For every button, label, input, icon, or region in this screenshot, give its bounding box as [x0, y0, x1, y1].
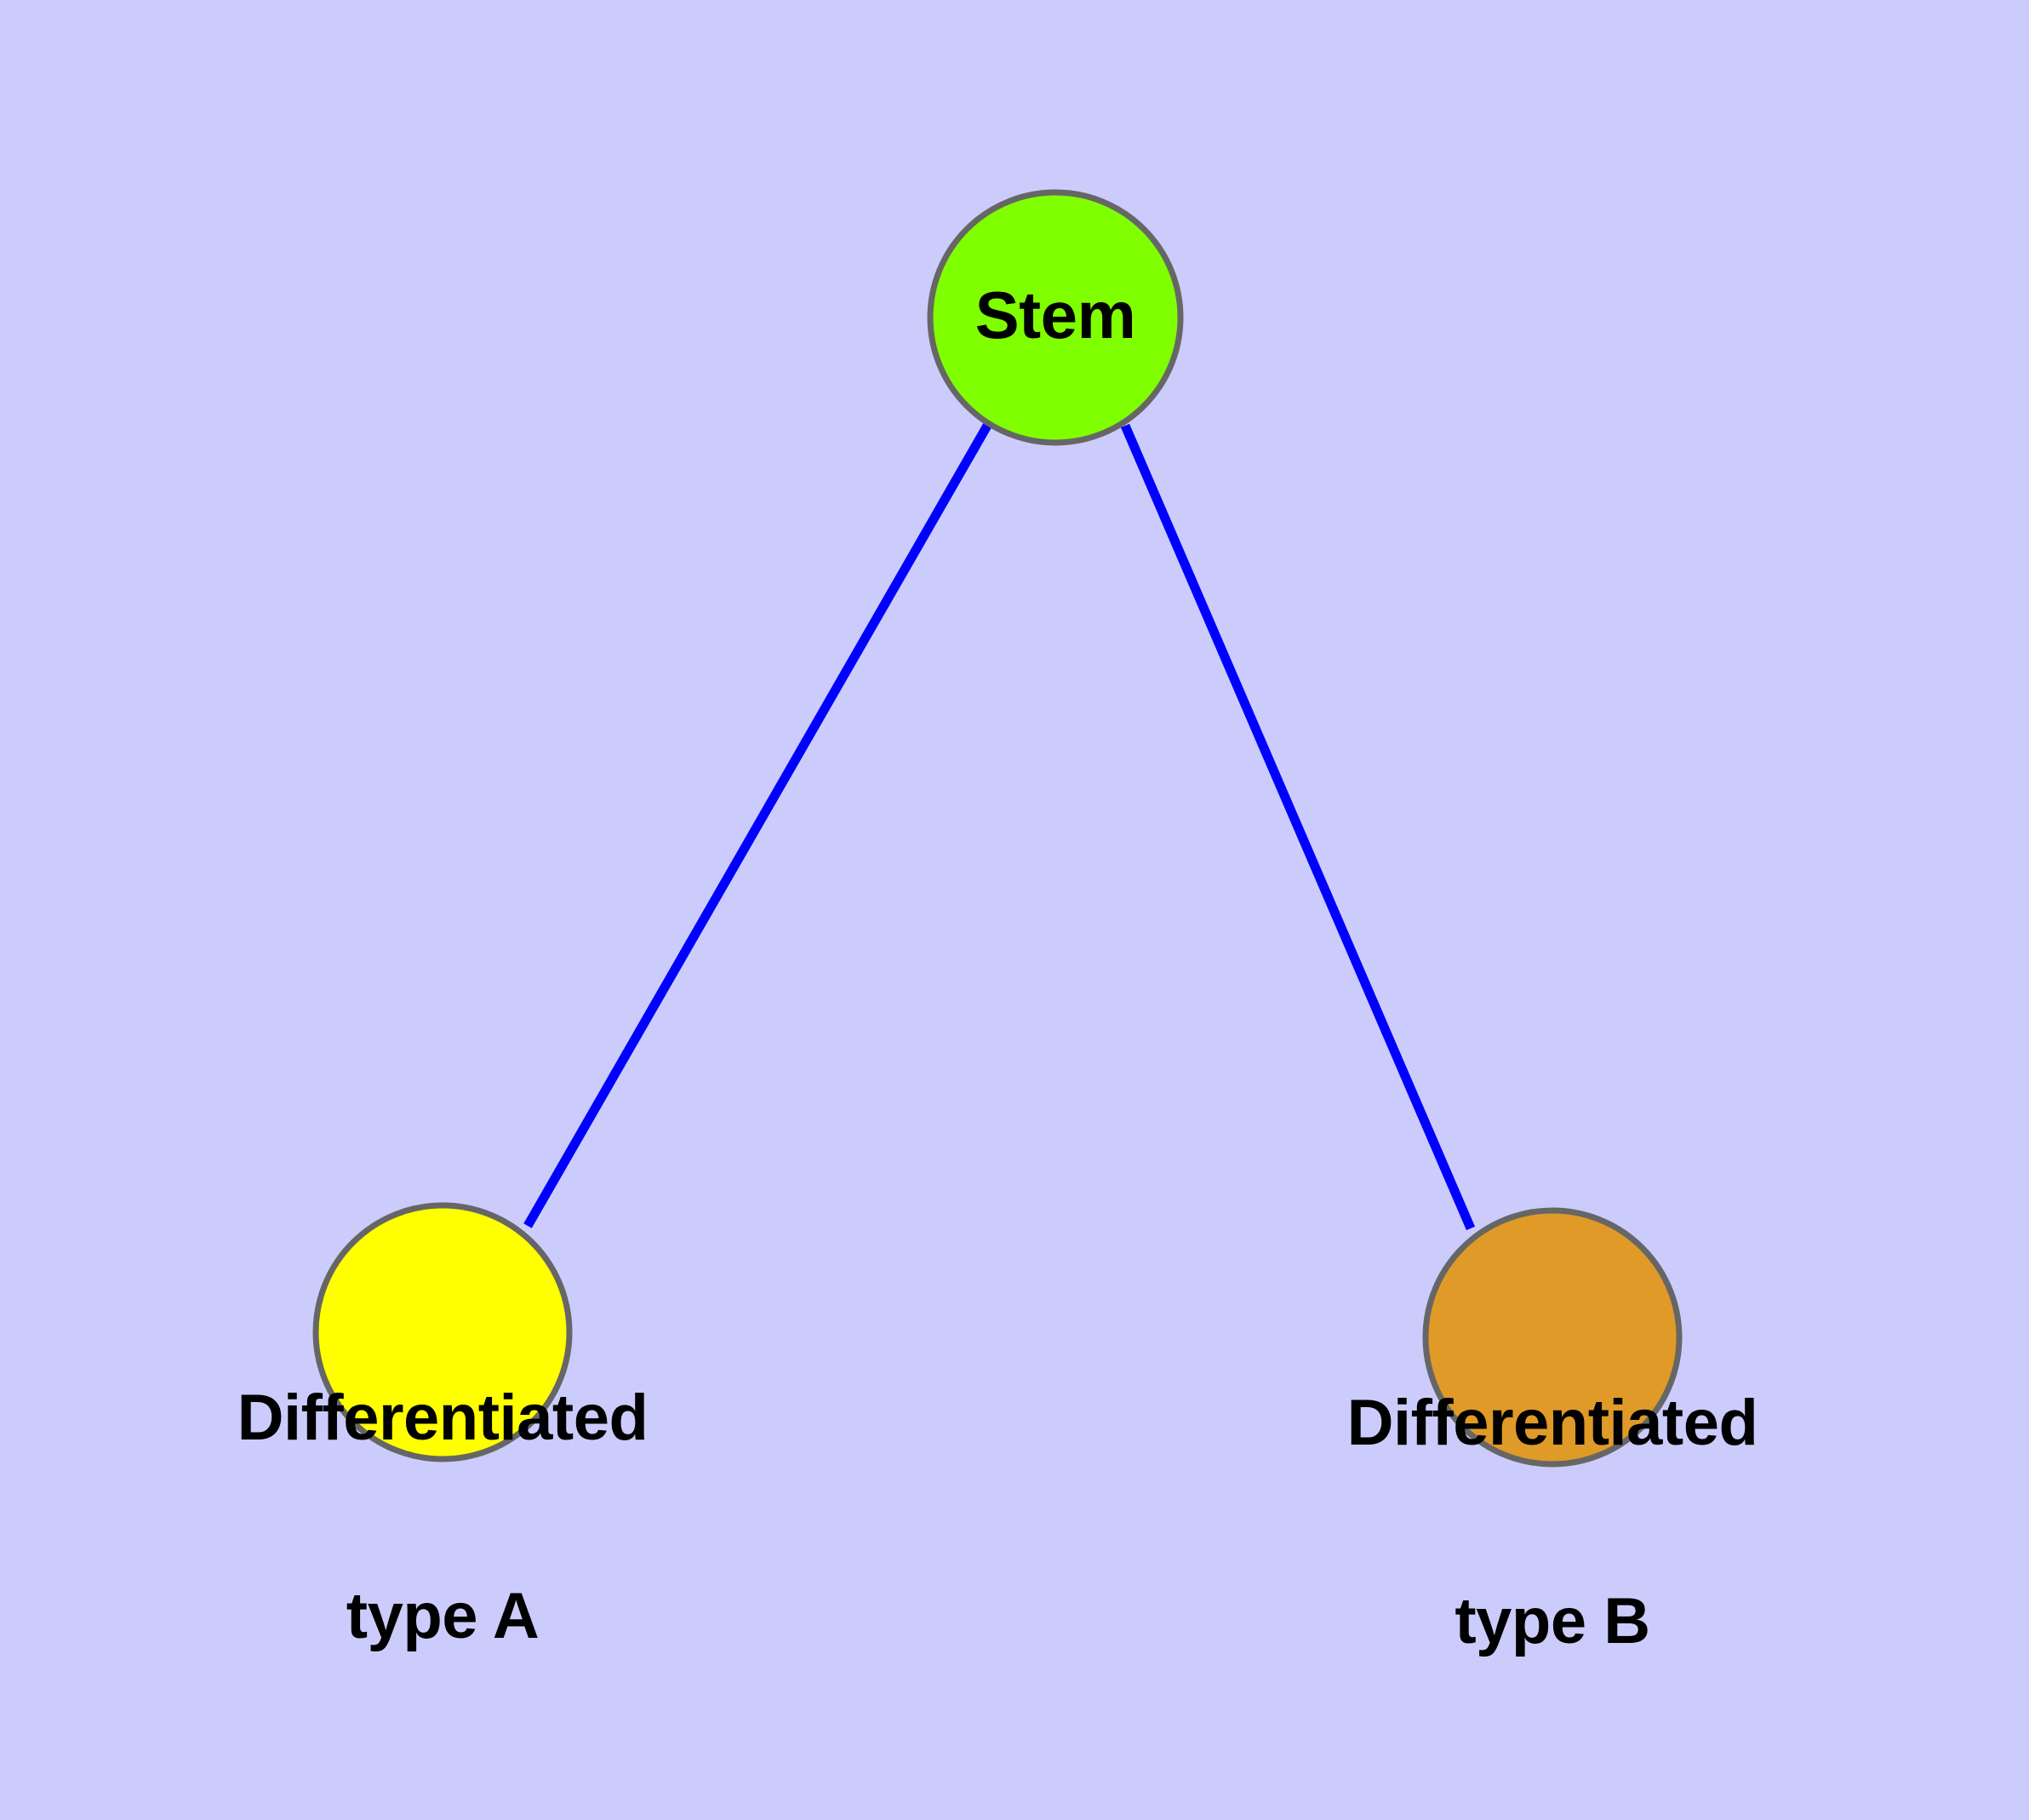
edge-stem-to-diff-a — [523, 423, 992, 1228]
node-diff-b-circle[interactable] — [1422, 1207, 1683, 1468]
node-layer — [312, 189, 1683, 1468]
edge-stem-to-diff-b — [1120, 423, 1476, 1231]
node-stem-circle[interactable] — [927, 189, 1184, 446]
node-diff-a-circle[interactable] — [312, 1202, 573, 1462]
edge-layer — [523, 423, 1476, 1231]
